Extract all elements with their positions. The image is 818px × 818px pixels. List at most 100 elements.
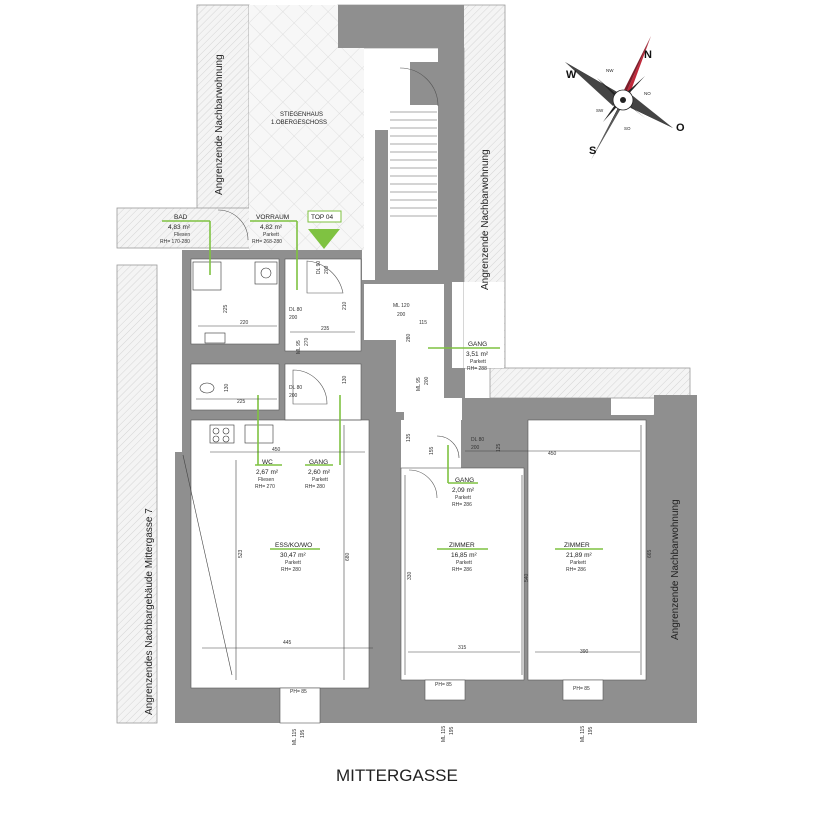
svg-text:2,09 m²: 2,09 m² (452, 487, 475, 494)
room-gang-upper (364, 284, 444, 340)
unit-tag: TOP 04 (311, 214, 334, 221)
svg-text:315: 315 (458, 645, 467, 651)
windows-street (279, 679, 604, 724)
svg-text:225: 225 (237, 399, 246, 405)
room-label-bad: BAD 4,83 m² Fliesen RH= 170-280 (160, 214, 191, 245)
svg-text:DL 90: DL 90 (316, 261, 322, 274)
svg-text:BAD: BAD (174, 214, 188, 221)
svg-text:200: 200 (289, 393, 298, 399)
svg-text:115: 115 (419, 320, 427, 326)
room-bad (191, 259, 279, 344)
room-gang-link (404, 398, 462, 420)
svg-text:PH= 85: PH= 85 (290, 689, 307, 695)
svg-text:RH= 280: RH= 280 (305, 484, 325, 490)
svg-text:DL 80: DL 80 (289, 307, 302, 313)
room-zimmer-1 (401, 468, 524, 680)
svg-text:30,47 m²: 30,47 m² (280, 552, 306, 559)
door-swings (217, 67, 460, 499)
stair-steps (390, 111, 437, 217)
compass-w: W (566, 69, 577, 81)
room-gang-left (285, 364, 361, 420)
svg-text:195: 195 (588, 726, 594, 735)
svg-text:Parkett: Parkett (470, 359, 486, 365)
svg-text:680: 680 (345, 552, 351, 561)
svg-text:ML 95: ML 95 (416, 377, 422, 391)
stairwell-line-2: 1.OBERGESCHOSS (271, 120, 327, 126)
stairwell-line-1: STIEGENHAUS (280, 112, 323, 118)
svg-text:DL 80: DL 80 (471, 437, 484, 443)
unit-marker (307, 210, 342, 249)
room-label-gang-1: GANG 2,60 m² Parkett RH= 280 (305, 459, 331, 490)
svg-text:ML 115: ML 115 (292, 729, 298, 745)
svg-text:PH= 85: PH= 85 (573, 686, 590, 692)
svg-text:200: 200 (397, 312, 406, 318)
compass-so: SO (624, 126, 631, 131)
svg-text:225: 225 (223, 304, 229, 313)
room-wc (191, 364, 279, 410)
svg-text:ESS/KO/WO: ESS/KO/WO (275, 542, 312, 549)
svg-text:RH= 270: RH= 270 (255, 484, 275, 490)
neighbor-area-right-top (489, 367, 691, 399)
svg-text:280: 280 (406, 333, 412, 342)
svg-text:220: 220 (240, 320, 249, 326)
svg-text:RH= 280: RH= 280 (281, 567, 301, 573)
svg-text:195: 195 (449, 726, 455, 735)
svg-text:4,82 m²: 4,82 m² (260, 224, 283, 231)
svg-text:RH= 268-280: RH= 268-280 (252, 239, 282, 245)
room-label-zimmer-2: ZIMMER 21,89 m² Parkett RH= 286 (564, 542, 592, 573)
svg-text:135: 135 (406, 433, 412, 442)
svg-text:21,89 m²: 21,89 m² (566, 552, 592, 559)
dimension-lines (182, 325, 642, 680)
svg-text:330: 330 (407, 571, 413, 580)
svg-text:ML 115: ML 115 (580, 726, 586, 742)
compass-no: NO (644, 91, 651, 96)
svg-text:Parkett: Parkett (455, 495, 471, 501)
svg-text:RH= 286: RH= 286 (452, 567, 472, 573)
compass-n: N (644, 49, 652, 61)
svg-text:4,83 m²: 4,83 m² (168, 224, 191, 231)
svg-text:235: 235 (321, 326, 330, 332)
dimension-labels: 220 225 235 210 115 280 130 225 130 450 … (223, 301, 653, 655)
svg-text:GANG: GANG (468, 341, 487, 348)
room-label-wc: WC 2,67 m² Fliesen RH= 270 (255, 459, 279, 490)
svg-text:Parkett: Parkett (312, 477, 328, 483)
neighbor-label-right: Angrenzende Nachbarwohnung (670, 499, 681, 640)
svg-text:Fliesen: Fliesen (258, 477, 274, 483)
compass-labels: N S W O NW NO SO SW (566, 49, 685, 157)
svg-text:130: 130 (342, 375, 348, 384)
room-label-esskowo: ESS/KO/WO 30,47 m² Parkett RH= 280 (275, 542, 312, 573)
neighbor-area-top-left (196, 4, 250, 211)
compass-s: S (589, 145, 596, 157)
svg-text:200: 200 (471, 445, 480, 451)
neighbor-label-left: Angrenzendes Nachbargebäude Mittergasse … (144, 508, 155, 715)
room-gang-lower (401, 420, 461, 468)
fixtures (192, 261, 278, 444)
svg-text:200: 200 (324, 265, 330, 274)
svg-text:270: 270 (304, 337, 310, 346)
svg-text:ML 95: ML 95 (296, 340, 302, 354)
neighbor-area-left (116, 264, 158, 724)
room-esskowo-kitchen (191, 420, 291, 450)
svg-text:RH= 286: RH= 286 (566, 567, 586, 573)
svg-text:ML 120: ML 120 (393, 303, 410, 309)
svg-text:450: 450 (272, 447, 281, 453)
neighbor-label-top-right: Angrenzende Nachbarwohnung (480, 149, 491, 290)
svg-text:540: 540 (524, 573, 530, 582)
svg-text:GANG: GANG (309, 459, 328, 466)
svg-text:RH= 286: RH= 286 (452, 502, 472, 508)
svg-text:665: 665 (647, 549, 653, 558)
svg-text:2,60 m²: 2,60 m² (308, 469, 331, 476)
svg-text:523: 523 (238, 549, 244, 558)
svg-text:Parkett: Parkett (263, 232, 279, 238)
svg-text:Parkett: Parkett (456, 560, 472, 566)
room-label-vorraum: VORRAUM 4,82 m² Parkett RH= 268-280 (252, 214, 289, 245)
room-label-gang-top: GANG 3,51 m² Parkett RH= 288 (466, 341, 489, 372)
room-label-gang-2: GANG 2,09 m² Parkett RH= 286 (452, 477, 475, 508)
compass-nw: NW (606, 68, 614, 73)
svg-text:GANG: GANG (455, 477, 474, 484)
svg-text:210: 210 (342, 301, 348, 310)
svg-text:130: 130 (224, 383, 230, 392)
svg-text:390: 390 (580, 649, 589, 655)
compass-sw: SW (596, 108, 604, 113)
